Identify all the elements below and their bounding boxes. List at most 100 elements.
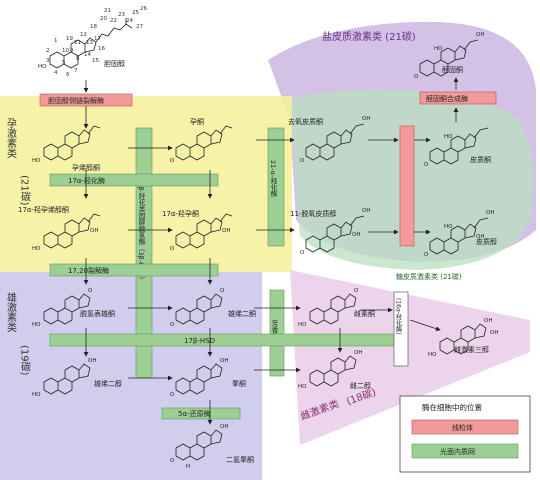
androgen-title: 雄激素类 — [5, 291, 17, 333]
aldosterone-synthase-bar — [419, 91, 497, 105]
deoxycortisol-structure: O OH OH — [300, 208, 370, 256]
estrogen-region — [290, 270, 530, 445]
svg-text:17: 17 — [94, 36, 101, 42]
svg-text:2: 2 — [46, 48, 50, 54]
legend-mito-label: 线粒体 — [452, 423, 473, 432]
pregnenolone-label: 孕烯醇酮 — [72, 163, 100, 172]
svg-text:OH: OH — [354, 350, 362, 356]
svg-text:HO: HO — [444, 224, 453, 230]
svg-text:O: O — [170, 158, 175, 164]
svg-text:OH: OH — [90, 228, 98, 234]
hydroxylase17-label: 17α-羟化酶 — [68, 176, 105, 185]
svg-text:O: O — [300, 158, 305, 164]
svg-text:26: 26 — [140, 6, 147, 12]
svg-text:OH: OH — [490, 330, 498, 336]
deoxycorticosterone-label: 去氧皮质酮 — [288, 117, 323, 126]
pathway-arrows — [83, 77, 459, 425]
svg-text:22: 22 — [110, 18, 117, 24]
mito-bar-vertical — [399, 125, 415, 247]
svg-text:OH: OH — [476, 32, 484, 38]
svg-text:O: O — [170, 392, 175, 398]
progesterone-structure: O — [170, 125, 233, 164]
svg-text:O: O — [170, 322, 175, 328]
estradiol-structure: HO OH — [298, 350, 362, 390]
legend-er-label: 光面内质网 — [440, 447, 475, 456]
svg-text:O: O — [220, 288, 225, 294]
svg-text:3: 3 — [46, 58, 50, 64]
svg-text:7: 7 — [74, 68, 78, 74]
svg-text:O: O — [414, 74, 419, 80]
legend-er-swatch — [411, 443, 519, 459]
svg-text:OH: OH — [352, 232, 360, 238]
svg-text:O: O — [424, 252, 429, 258]
atom-numbers: 1 2 3 4 5 6 7 8 9 10 11 12 13 14 15 16 1… — [46, 6, 147, 78]
svg-text:18: 18 — [90, 24, 97, 30]
hsd3b-label: 3-β-羟化类固醇脱氢酶（3β-HSD） — [137, 180, 145, 283]
aldosterone-label: 醛固酮 — [442, 65, 463, 74]
hsd17b-bar — [49, 333, 401, 347]
deoxycortisol-label: 11-脱氧皮质醇 — [290, 209, 336, 218]
svg-text:11: 11 — [74, 40, 81, 46]
svg-text:HO: HO — [298, 322, 307, 328]
svg-text:10: 10 — [62, 48, 69, 54]
svg-text:5: 5 — [62, 60, 66, 66]
hydroxyprogesterone-structure: O OH — [170, 213, 233, 252]
lyase-label: 17,20裂解酶 — [68, 266, 109, 275]
estradiol-label: 雌二醇 — [350, 381, 371, 390]
svg-text:13: 13 — [86, 40, 93, 46]
dht-label: 二氢睾酮 — [226, 455, 254, 464]
svg-text:HO: HO — [298, 384, 307, 390]
legend-mito-swatch — [411, 419, 519, 435]
svg-text:25: 25 — [132, 10, 139, 16]
svg-text:OH: OH — [486, 210, 494, 216]
svg-text:OH: OH — [362, 208, 370, 214]
svg-text:HO: HO — [32, 322, 41, 328]
aromatase-label: 芳香酶 — [270, 319, 278, 341]
aldosterone-synthase-label: 醛固酮合成酶 — [426, 94, 468, 103]
svg-text:HO: HO — [428, 352, 437, 358]
svg-text:20: 20 — [100, 16, 107, 22]
pregnenolone-structure: HO — [32, 125, 101, 164]
svg-text:HO: HO — [32, 158, 41, 164]
svg-text:19: 19 — [66, 36, 73, 42]
hydroxylase17-bar — [49, 173, 219, 187]
hsd17b-label: 17β-HSD — [184, 337, 215, 345]
svg-text:H: H — [186, 464, 190, 470]
deoxycorticosterone-structure: O OH — [300, 116, 370, 164]
svg-text:O: O — [170, 246, 175, 252]
hydroxyprogesterone-label: 17α-羟孕酮 — [162, 209, 199, 218]
cholesterol-label: 胆固醇 — [104, 59, 125, 68]
corticosterone-structure: O HO — [424, 127, 489, 168]
androgen-count: (19碳) — [19, 345, 31, 376]
svg-text:HO: HO — [32, 392, 41, 398]
androstenediol-label: 雄烯二醇 — [94, 379, 122, 388]
aromatase-bar — [269, 289, 285, 377]
svg-text:27: 27 — [136, 24, 143, 30]
aldosterone-structure: O OH HO — [414, 32, 484, 80]
progestogen-count: (21碳) — [19, 175, 31, 206]
progestogen-title: 孕激素类 — [5, 118, 17, 159]
dhea-label: 脱氢表雄酮 — [80, 309, 115, 318]
lyase-bar — [49, 263, 219, 277]
svg-text:9: 9 — [70, 48, 74, 54]
estrone-label: 雌素酮 — [354, 309, 375, 318]
legend-title: 酶在细胞中的位置 — [422, 402, 482, 412]
svg-text:4: 4 — [54, 70, 58, 76]
estriol-label: 雌激素三醇 — [454, 345, 489, 354]
hsd16a-bar — [393, 291, 409, 367]
glucocorticoid-title: 糖皮质激素类 (21碳) — [396, 272, 462, 281]
svg-text:OH: OH — [88, 358, 96, 364]
svg-text:HO: HO — [444, 134, 453, 140]
dhea-structure: HOO — [32, 288, 93, 328]
estrone-structure: HO O — [298, 288, 359, 328]
svg-text:O: O — [354, 288, 359, 294]
testosterone-label: 睾酮 — [232, 379, 246, 388]
svg-text:HO: HO — [32, 246, 41, 252]
svg-text:O: O — [300, 250, 305, 256]
svg-text:23: 23 — [118, 12, 125, 18]
svg-text:O: O — [424, 162, 429, 168]
